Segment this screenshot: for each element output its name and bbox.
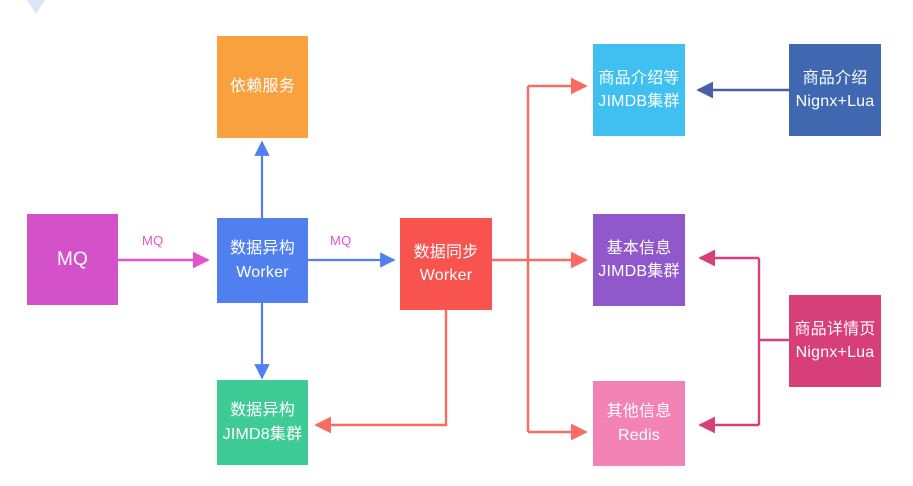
node-data-hetero-jimd8[interactable]: 数据异构 JIMD8集群 (217, 380, 308, 465)
node-product-detail-nginx-line2: Nignx+Lua (795, 344, 875, 361)
node-data-hetero-jimd8-line1: 数据异构 (230, 402, 295, 420)
node-mq[interactable]: MQ (27, 214, 118, 305)
node-dependency-service[interactable]: 依赖服务 (217, 36, 308, 138)
node-product-intro-nginx-line2: Nignx+Lua (795, 93, 875, 110)
node-basic-info-jimdb-line2: JIMDB集群 (598, 263, 680, 280)
node-other-info-redis-line2: Redis (618, 426, 660, 444)
node-product-intro-nginx[interactable]: 商品介绍 Nignx+Lua (789, 44, 881, 136)
node-data-hetero-worker-line1: 数据异构 (230, 240, 295, 258)
node-basic-info-jimdb[interactable]: 基本信息 JIMDB集群 (593, 214, 685, 306)
edge-sync-worker-to-jimd8 (314, 310, 448, 434)
node-other-info-redis-line1: 其他信息 (606, 403, 672, 421)
node-data-sync-worker-line2: Worker (419, 267, 473, 284)
node-product-intro-nginx-line1: 商品介绍 (802, 69, 868, 87)
node-dependency-service-line1: 依赖服务 (230, 78, 295, 96)
node-product-intro-jimdb-line2: JIMDB集群 (598, 93, 680, 110)
node-data-hetero-worker[interactable]: 数据异构 Worker (217, 218, 308, 303)
chevron-down-icon (27, 0, 45, 14)
node-data-hetero-jimd8-line2: JIMD8集群 (222, 425, 303, 443)
node-other-info-redis[interactable]: 其他信息 Redis (593, 381, 685, 466)
node-data-hetero-worker-line2: Worker (236, 263, 289, 281)
node-basic-info-jimdb-line1: 基本信息 (606, 239, 672, 257)
node-mq-line1: MQ (56, 248, 88, 270)
node-product-detail-nginx-line1: 商品详情页 (794, 320, 876, 338)
edge-label-mq-to-hetero-worker: MQ (142, 233, 164, 248)
node-product-intro-jimdb-line1: 商品介绍等 (598, 69, 680, 87)
node-product-intro-jimdb[interactable]: 商品介绍等 JIMDB集群 (593, 44, 685, 136)
edge-label-hetero-to-sync-worker: MQ (330, 233, 352, 248)
node-data-sync-worker-line1: 数据同步 (413, 243, 479, 261)
node-product-detail-nginx[interactable]: 商品详情页 Nignx+Lua (789, 295, 881, 387)
node-data-sync-worker[interactable]: 数据同步 Worker (400, 218, 492, 310)
